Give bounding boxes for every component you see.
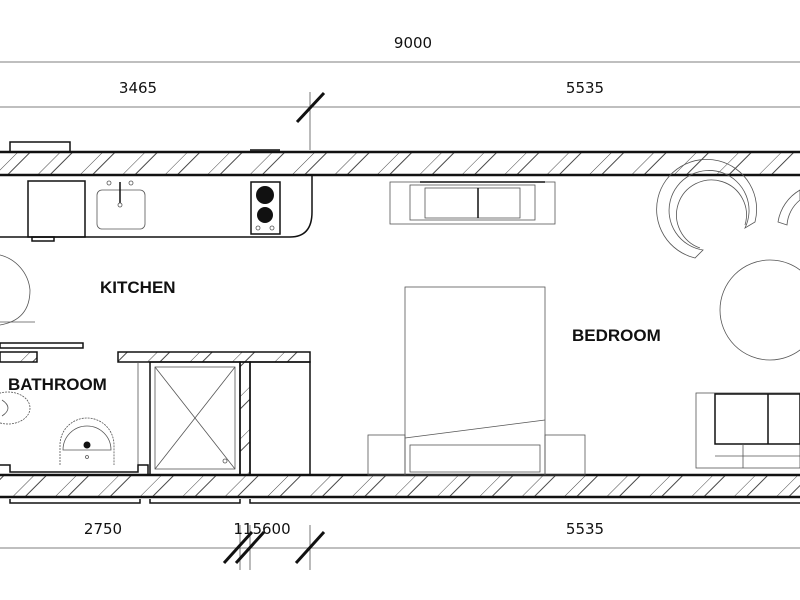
bedroom-width-dimension: 5535 — [566, 79, 604, 97]
bench-seat — [389, 181, 556, 225]
door-swing — [0, 254, 31, 326]
kitchen-width-dimension: 3465 — [119, 79, 157, 97]
top-wall — [0, 141, 800, 177]
dimension-tick — [295, 91, 326, 124]
fridge — [27, 180, 86, 238]
bed — [367, 286, 586, 476]
bathroom-sink — [59, 417, 115, 465]
kitchen-counter — [0, 175, 313, 242]
hob — [250, 181, 281, 235]
kitchen-label: KITCHEN — [100, 278, 176, 297]
nightstand — [367, 434, 406, 476]
bedroom-label: BEDROOM — [572, 326, 661, 345]
toilet — [0, 391, 31, 425]
overall-dimension: 9000 — [394, 34, 432, 52]
bottom-dimension-lines — [0, 525, 800, 570]
sofa — [695, 392, 800, 469]
closet — [249, 361, 311, 476]
shower-tray — [149, 361, 241, 476]
top-dimension-lines — [0, 61, 800, 150]
kitchen-sink — [96, 189, 146, 230]
armchair — [656, 158, 758, 259]
wall-thickness-dimension: 115600 — [233, 520, 290, 538]
nightstand — [544, 434, 586, 476]
bedroom-bottom-dimension: 5535 — [566, 520, 604, 538]
bottom-wall — [0, 473, 800, 504]
round-table — [719, 259, 800, 361]
bathroom-label: BATHROOM — [8, 375, 107, 394]
bathroom-width-dimension: 2750 — [84, 520, 122, 538]
armchair — [777, 189, 800, 226]
